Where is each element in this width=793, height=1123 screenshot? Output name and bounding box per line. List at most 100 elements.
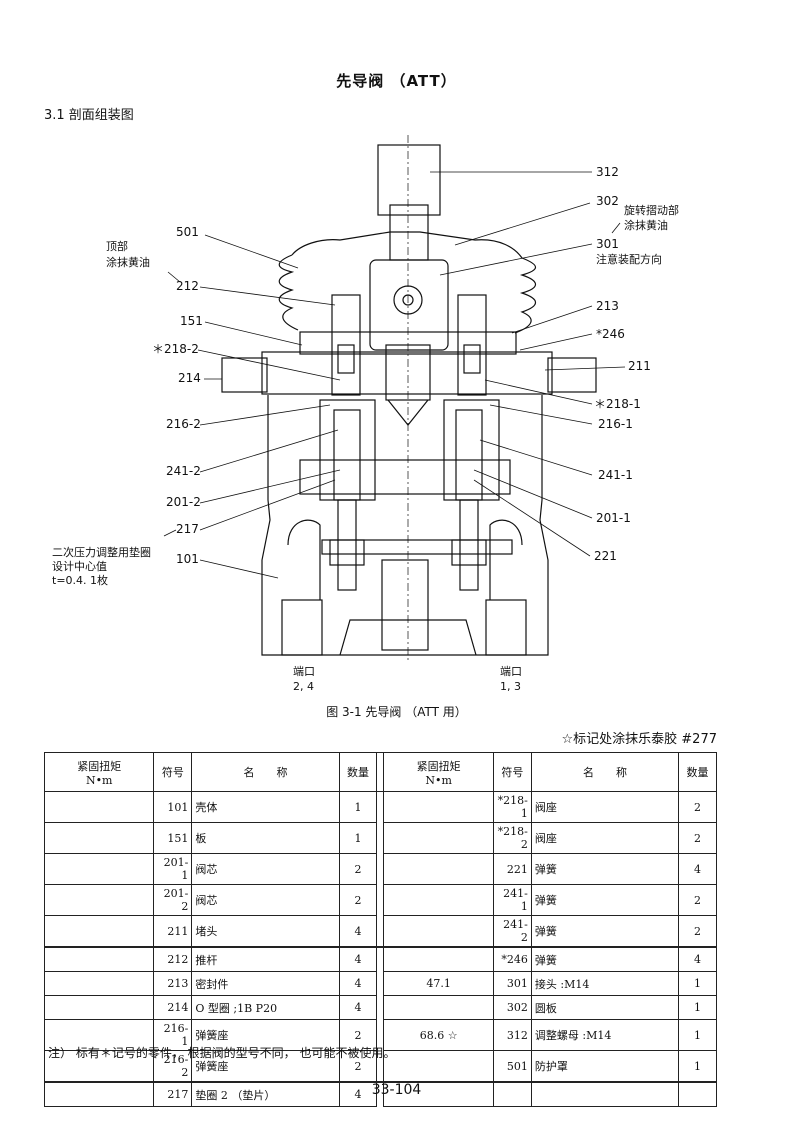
table-cell: 调整螺母 :M14 bbox=[530, 1019, 680, 1051]
table-cell: 4 bbox=[678, 853, 717, 885]
note-top-1: 顶部 bbox=[106, 239, 128, 253]
table-cell: 阀座 bbox=[530, 791, 680, 823]
label-302: 302 bbox=[596, 194, 619, 208]
label-246: *246 bbox=[596, 327, 625, 341]
note-rot-1: 旋转摺动部 bbox=[624, 203, 679, 217]
table-cell: 接头 :M14 bbox=[530, 971, 680, 996]
table-cell: 312 bbox=[492, 1019, 532, 1051]
page-title: 先导阀 （ATT） bbox=[336, 72, 457, 90]
table-cell bbox=[383, 822, 494, 854]
table-cell bbox=[43, 884, 155, 916]
table-cell bbox=[383, 791, 494, 823]
label-241-1: 241-1 bbox=[598, 468, 633, 482]
table-cell: 壳体 bbox=[191, 791, 340, 823]
header-qty-right: 数量 bbox=[678, 752, 717, 792]
table-cell: 2 bbox=[338, 853, 378, 885]
label-221: 221 bbox=[594, 549, 617, 563]
table-cell: 1 bbox=[678, 1050, 717, 1083]
table-cell: 弹簧座 bbox=[191, 1019, 340, 1051]
table-cell: 垫圈 2 （垫片） bbox=[191, 1081, 340, 1107]
table-cell: *218-1 bbox=[492, 791, 532, 823]
table-cell bbox=[530, 1081, 680, 1107]
table-cell: 2 bbox=[678, 791, 717, 823]
table-cell: O 型圈 ;1B P20 bbox=[191, 995, 340, 1020]
table-cell: 216-1 bbox=[153, 1019, 193, 1051]
table-cell: 4 bbox=[338, 971, 378, 996]
table-cell bbox=[383, 853, 494, 885]
port-left-label: 端口 bbox=[293, 665, 315, 678]
upper-shaft bbox=[377, 144, 441, 216]
table-cell: 201-2 bbox=[153, 884, 193, 916]
table-cell bbox=[43, 946, 155, 972]
table-cell: 214 bbox=[153, 995, 193, 1020]
table-cell: 2 bbox=[678, 884, 717, 916]
table-cell bbox=[383, 884, 494, 916]
table-cell bbox=[383, 995, 494, 1020]
table-cell: 1 bbox=[678, 1019, 717, 1051]
header-symbol-right: 符号 bbox=[492, 752, 532, 792]
table-cell bbox=[43, 1050, 155, 1083]
table-cell: 68.6 ☆ bbox=[383, 1019, 494, 1051]
table-cell: *246 bbox=[492, 946, 532, 972]
label-201-1: 201-1 bbox=[596, 511, 631, 525]
label-216-2: 216-2 bbox=[166, 417, 201, 431]
table-cell: 推杆 bbox=[191, 946, 340, 972]
table-cell: 1 bbox=[338, 791, 378, 823]
note-shim-2: 设计中心值 bbox=[52, 560, 107, 573]
label-217: 217 bbox=[176, 522, 199, 536]
label-218-1: ＊218-1 bbox=[594, 397, 641, 411]
label-218-2: ＊218-2 bbox=[152, 342, 199, 356]
table-cell: 板 bbox=[191, 822, 340, 854]
label-101: 101 bbox=[176, 552, 199, 566]
loctite-note: ☆标记处涂抹乐泰胶 #277 bbox=[561, 732, 718, 747]
label-213: 213 bbox=[596, 299, 619, 313]
table-cell bbox=[383, 946, 494, 972]
table-cell: 弹簧座 bbox=[191, 1050, 340, 1083]
table-cell: 防护罩 bbox=[530, 1050, 680, 1083]
table-cell: 151 bbox=[153, 822, 193, 854]
table-cell: 2 bbox=[678, 915, 717, 948]
table-cell: 101 bbox=[153, 791, 193, 823]
table-cell bbox=[43, 1081, 155, 1107]
section-heading: 3.1 剖面组装图 bbox=[44, 108, 134, 123]
table-cell: 密封件 bbox=[191, 971, 340, 996]
table-cell: *218-2 bbox=[492, 822, 532, 854]
table-cell: 47.1 bbox=[383, 971, 494, 996]
table-cell: 4 bbox=[338, 946, 378, 972]
port-right-label: 端口 bbox=[500, 665, 522, 678]
table-cell bbox=[43, 791, 155, 823]
table-cell: 弹簧 bbox=[530, 884, 680, 916]
port-right-number: 1, 3 bbox=[500, 680, 521, 693]
table-cell: 4 bbox=[678, 946, 717, 972]
port-left-number: 2, 4 bbox=[293, 680, 314, 693]
table-cell bbox=[383, 1081, 494, 1107]
pilot-valve-section-drawing: 312 302 301 501 212 151 ＊218-2 214 216-2… bbox=[52, 135, 679, 693]
label-201-2: 201-2 bbox=[166, 495, 201, 509]
table-cell: 圆板 bbox=[530, 995, 680, 1020]
table-cell bbox=[43, 915, 155, 948]
header-name-left: 名 称 bbox=[191, 752, 340, 792]
note-mount: 注意装配方向 bbox=[596, 252, 662, 266]
figure-caption: 图 3-1 先导阀 （ATT 用） bbox=[326, 705, 467, 719]
table-cell: 4 bbox=[338, 915, 378, 948]
table-cell: 阀芯 bbox=[191, 884, 340, 916]
table-cell: 阀座 bbox=[530, 822, 680, 854]
label-151: 151 bbox=[180, 314, 203, 328]
table-cell: 弹簧 bbox=[530, 853, 680, 885]
label-216-1: 216-1 bbox=[598, 417, 633, 431]
table-cell: 阀芯 bbox=[191, 853, 340, 885]
table-cell bbox=[43, 853, 155, 885]
table-cell: 501 bbox=[492, 1050, 532, 1083]
header-qty-left: 数量 bbox=[338, 752, 378, 792]
